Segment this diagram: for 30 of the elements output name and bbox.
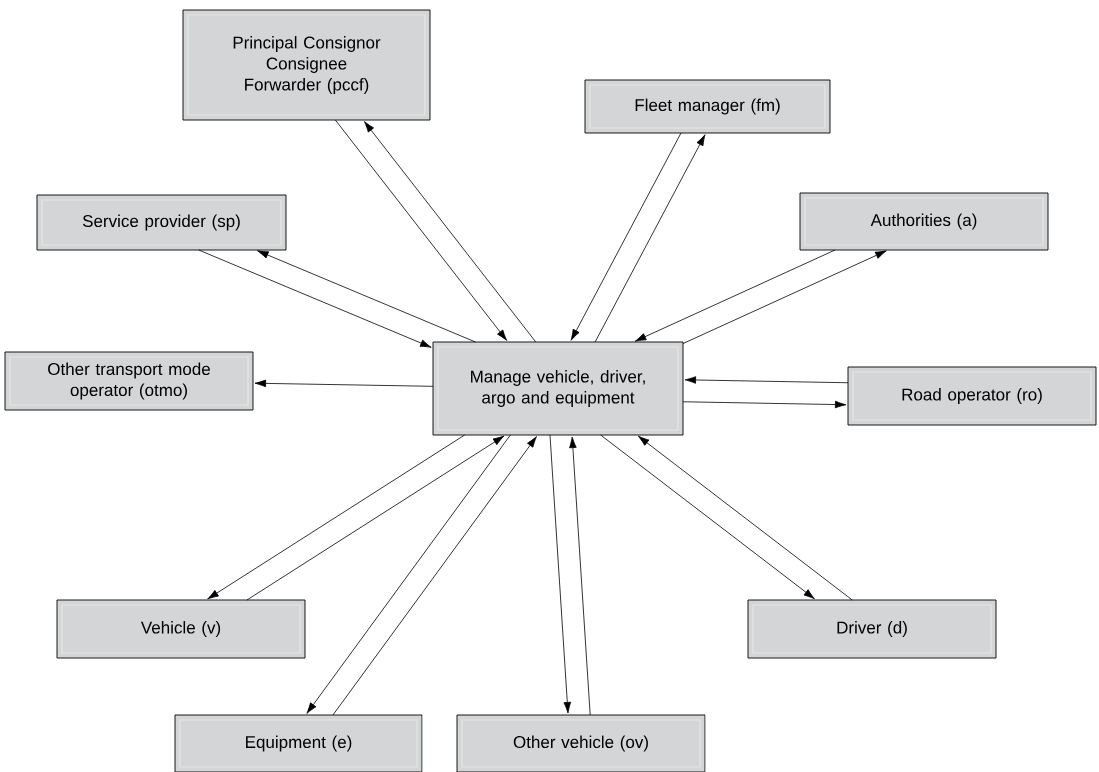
- process-box: Road operator (ro): [847, 366, 1097, 426]
- arrow: [594, 134, 706, 343]
- arrow: [257, 250, 476, 343]
- arrow: [600, 434, 815, 600]
- arrow: [569, 436, 591, 716]
- arrow: [254, 379, 434, 388]
- arrow: [682, 250, 887, 344]
- process-box: Fleet manager (fm): [584, 79, 831, 134]
- arrow: [207, 434, 466, 600]
- arrow: [364, 121, 537, 343]
- process-box: Equipment (e): [174, 714, 423, 772]
- arrow: [570, 132, 682, 341]
- arrow: [334, 119, 508, 341]
- process-box: Service provider (sp): [36, 194, 287, 251]
- arrow: [549, 434, 572, 714]
- arrow: [332, 436, 537, 716]
- arrow: [638, 435, 853, 601]
- process-box: Driver (d): [747, 599, 997, 659]
- process-box: Authorities (a): [799, 192, 1049, 251]
- process-box: Other vehicle (ov): [456, 714, 706, 772]
- process-box: Vehicle (v): [56, 599, 306, 659]
- arrow: [246, 435, 505, 601]
- arrow: [198, 249, 432, 348]
- process-box: Principal Consignor Consignee Forwarder (pccf): [182, 9, 431, 121]
- arrow: [684, 376, 849, 384]
- arrow: [634, 249, 836, 342]
- arrow: [306, 434, 511, 714]
- arrow: [682, 400, 847, 409]
- process-box: Other transport mode operator (otmo): [4, 351, 254, 411]
- process-box: Manage vehicle, driver, argo and equipment: [432, 341, 684, 436]
